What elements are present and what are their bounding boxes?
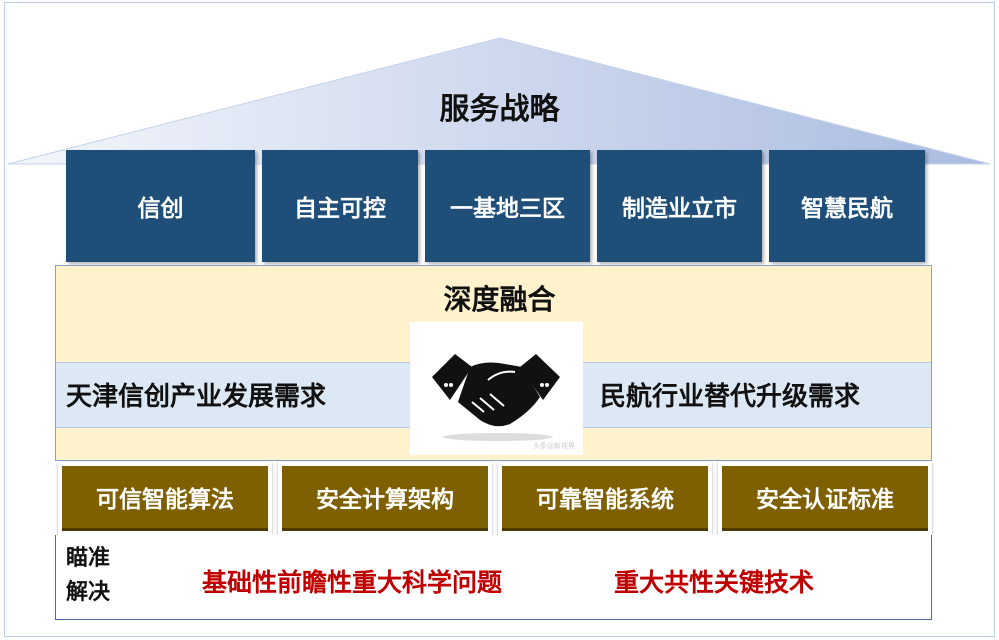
- service-strategy-title: 服务战略: [439, 92, 560, 127]
- pillar-base-zones: 一基地三区: [425, 150, 590, 262]
- problem-science: 基础性前瞻性重大科学问题: [202, 568, 503, 597]
- pillar-autonomy: 自主可控: [262, 150, 418, 262]
- need-aviation: 民航行业替代升级需求: [600, 382, 861, 412]
- tech-secure-computing: 安全计算架构: [278, 462, 492, 535]
- pillar-xinchuang: 信创: [66, 150, 255, 262]
- need-tianjin: 天津信创产业发展需求: [66, 382, 327, 412]
- aim-label: 瞄准解决: [66, 546, 111, 605]
- pillar-manufacturing: 制造业立市: [597, 150, 762, 262]
- pillar-smart-aviation: 智慧民航: [769, 150, 925, 262]
- problem-key-tech: 重大共性关键技术: [614, 568, 815, 597]
- fusion-title: 深度融合: [443, 283, 556, 316]
- handshake-icon: [432, 354, 560, 441]
- tech-reliable-system: 可靠智能系统: [498, 462, 712, 535]
- watermark: 头条@新视界: [533, 442, 575, 450]
- handshake-image: 头条@新视界: [410, 322, 583, 455]
- outer-frame: [4, 2, 995, 637]
- tech-trusted-ai-algorithm: 可信智能算法: [58, 462, 272, 535]
- tech-security-standard: 安全认证标准: [718, 462, 932, 535]
- goal-panel: [55, 535, 932, 620]
